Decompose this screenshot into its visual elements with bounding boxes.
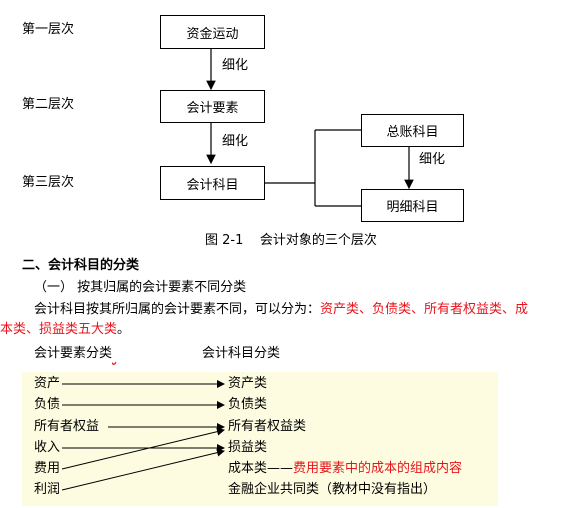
section-heading: 二、会计科目的分类 (22, 258, 140, 273)
subject-cost-class-row: 成本类——费用要素中的成本的组成内容 (228, 461, 462, 477)
mapping-title-row: 会计要素分类 会计科目分类 (34, 346, 280, 362)
paragraph-line-1: 会计科目按其所归属的会计要素不同，可以分为：资产类、负债类、所有者权益类、成 (34, 302, 528, 318)
box-detail-subjects: 明细科目 (361, 189, 464, 222)
map-profit (61, 448, 225, 491)
figure-caption: 图 2-1 会计对象的三个层次 (205, 233, 377, 248)
element-expense: 费用 (34, 461, 61, 476)
paragraph-prefix: 会计科目按其所归属的会计要素不同，可以分为： (34, 302, 321, 317)
box-general-ledger: 总账科目 (361, 114, 464, 147)
mapping-panel (22, 372, 498, 506)
paragraph-line-2: 本类、损益类五大类。 (0, 322, 130, 338)
level-1-label: 第一层次 (22, 22, 75, 37)
box-accounting-subjects: 会计科目 (160, 166, 265, 200)
element-liabilities: 负债 (34, 397, 61, 412)
box-accounting-elements: 会计要素 (160, 90, 265, 123)
refine-label-1: 细化 (222, 58, 249, 73)
element-profit: 利润 (34, 482, 61, 497)
subject-cost-class: 成本类—— (228, 461, 294, 476)
cost-class-note: 费用要素中的成本的组成内容 (293, 461, 463, 476)
mapping-left-title: 会计要素分类 (34, 346, 113, 361)
refine-label-3: 细化 (419, 152, 446, 167)
subject-assets-class: 资产类 (228, 376, 268, 391)
paragraph-end: 。 (117, 322, 131, 337)
element-revenue: 收入 (34, 440, 61, 455)
subject-profit-loss-class: 损益类 (228, 440, 268, 455)
level-2-label: 第二层次 (22, 97, 75, 112)
section-subheading: （一） 按其归属的会计要素不同分类 (34, 280, 247, 295)
box-fund-movement: 资金运动 (160, 15, 265, 49)
refine-label-2: 细化 (222, 134, 249, 149)
paragraph-red-1: 资产类、负债类、所有者权益类、成 (320, 302, 529, 317)
mapping-right-title: 会计科目分类 (202, 346, 281, 361)
paragraph-red-2: 本类、损益类五大类 (0, 322, 118, 337)
subject-common-class: 金融企业共同类（教材中没有指出） (228, 482, 437, 497)
element-equity: 所有者权益 (34, 419, 100, 434)
subject-liabilities-class: 负债类 (228, 397, 268, 412)
subject-equity-class: 所有者权益类 (228, 419, 307, 434)
map-expense (61, 427, 225, 470)
level-3-label: 第三层次 (22, 175, 75, 190)
element-assets: 资产 (34, 376, 61, 391)
